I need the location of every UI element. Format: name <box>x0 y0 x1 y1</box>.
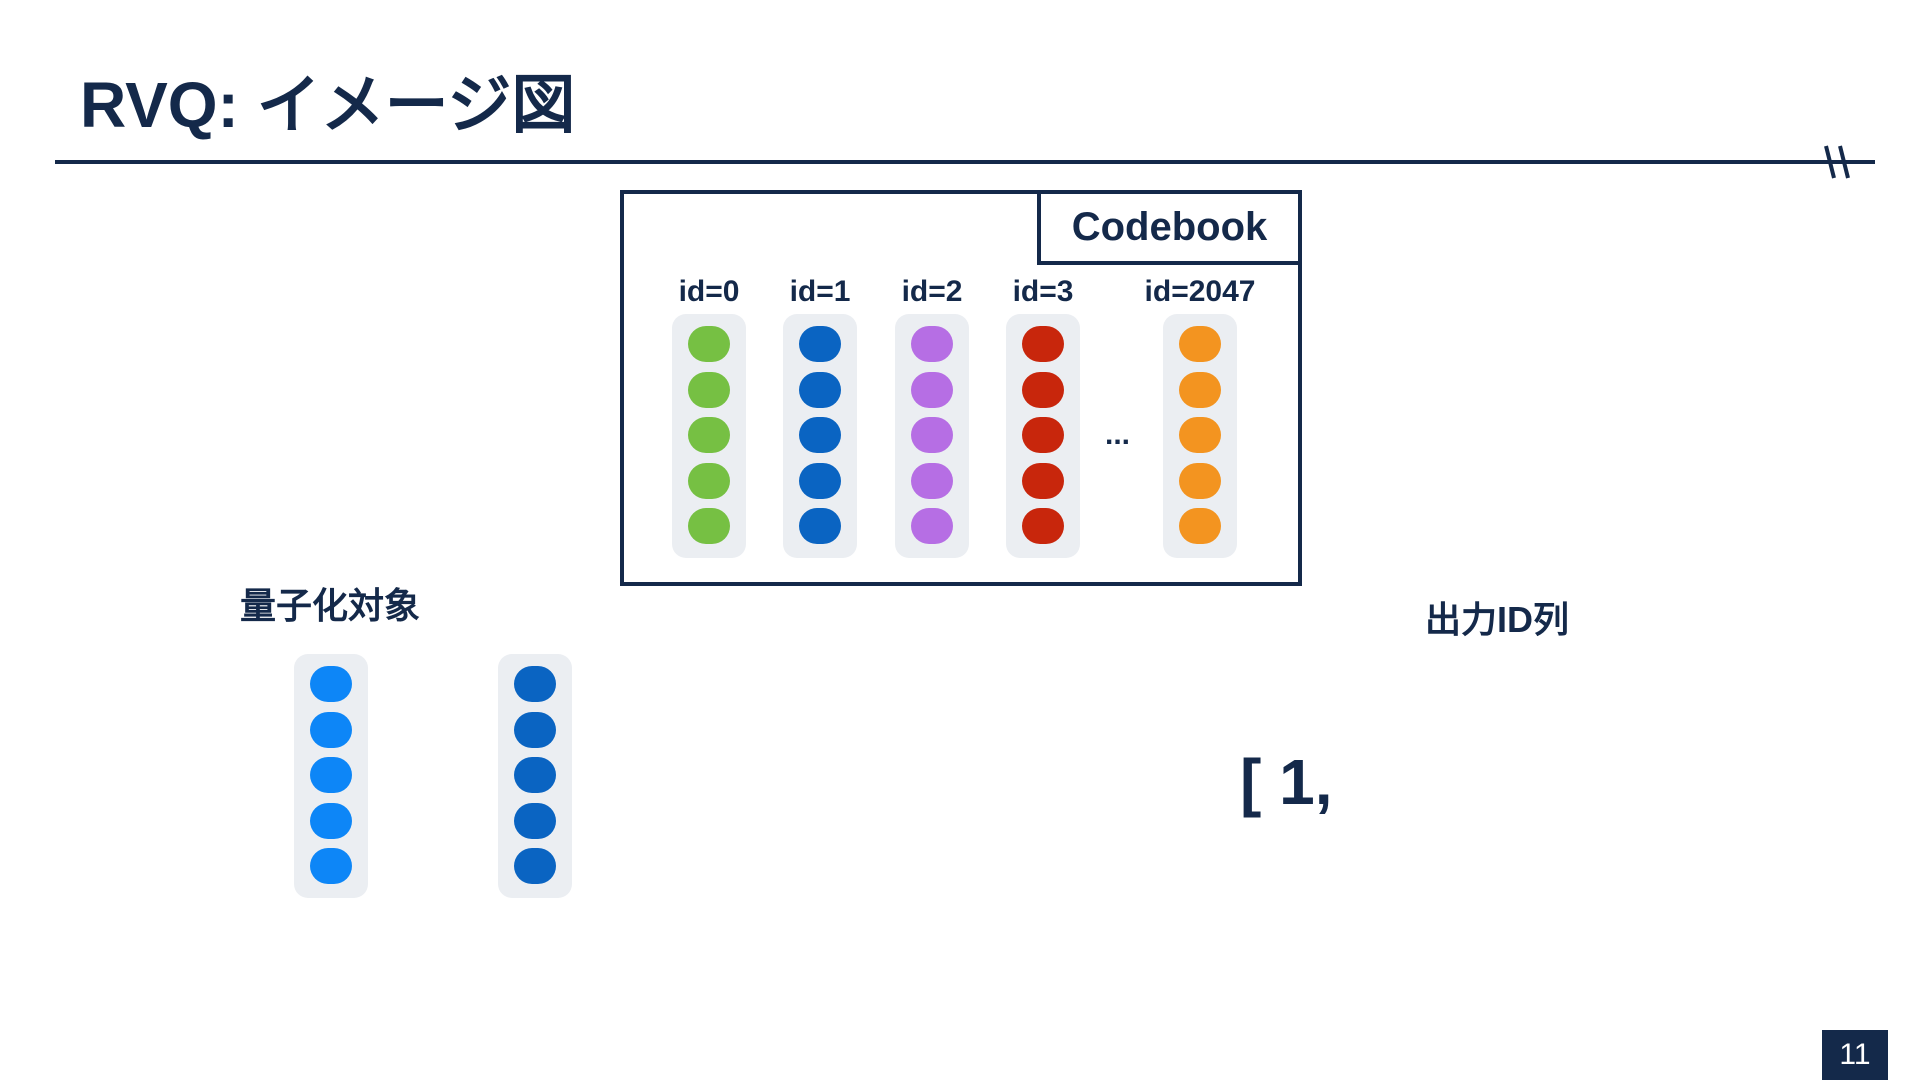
codebook-vector-4 <box>1163 314 1237 558</box>
codebook-vector-1-element-1 <box>799 371 841 408</box>
codebook-vector-3 <box>1006 314 1080 558</box>
codebook-frame <box>620 190 1302 586</box>
input-vector-0-element-1 <box>310 711 352 748</box>
input-vector-0-element-2 <box>310 757 352 793</box>
codebook-vector-1-element-3 <box>799 462 841 499</box>
codebook-vector-3-element-0 <box>1022 326 1064 362</box>
input-vector-0-element-4 <box>310 848 352 884</box>
input-vector-1-element-2 <box>514 757 556 793</box>
codebook-vector-0 <box>672 314 746 558</box>
input-vector-1-element-1 <box>514 711 556 748</box>
break-mark-icon <box>1824 145 1850 179</box>
codebook-id-label-2: id=2 <box>901 275 963 308</box>
codebook-id-label-0: id=0 <box>678 275 740 308</box>
codebook-vector-4-element-4 <box>1179 508 1221 544</box>
codebook-vector-2-element-1 <box>911 371 953 408</box>
codebook-vector-2-element-0 <box>911 326 953 362</box>
codebook-vector-2-element-4 <box>911 508 953 544</box>
codebook-vector-3-element-4 <box>1022 508 1064 544</box>
output-ids-sequence: [ 1, <box>1240 746 1333 818</box>
codebook-vector-2-element-2 <box>911 417 953 453</box>
slide-title: RVQ: イメージ図 <box>80 69 576 141</box>
codebook-vector-0-element-3 <box>688 462 730 499</box>
output-ids-label: 出力ID列 <box>1425 599 1570 640</box>
codebook-vector-2 <box>895 314 969 558</box>
codebook-vector-3-element-2 <box>1022 417 1064 453</box>
codebook-vector-2-element-3 <box>911 462 953 499</box>
codebook-vector-1-element-2 <box>799 417 841 453</box>
codebook-vector-1-element-0 <box>799 326 841 362</box>
codebook-id-label-4: id=2047 <box>1144 275 1256 308</box>
codebook-vector-4-element-0 <box>1179 326 1221 362</box>
codebook-id-label-1: id=1 <box>789 275 851 308</box>
quantization-target-label: 量子化対象 <box>240 585 421 626</box>
codebook-ellipsis: ... <box>1105 418 1131 451</box>
codebook-vector-0-element-1 <box>688 371 730 408</box>
title-rule <box>55 160 1875 164</box>
codebook-vector-1 <box>783 314 857 558</box>
codebook-vector-3-element-3 <box>1022 462 1064 499</box>
codebook-vector-0-element-0 <box>688 326 730 362</box>
input-vector-0-element-3 <box>310 802 352 839</box>
codebook-vector-4-element-3 <box>1179 462 1221 499</box>
codebook-vector-4-element-1 <box>1179 371 1221 408</box>
codebook-label: Codebook <box>1037 190 1302 265</box>
input-vector-1-element-0 <box>514 666 556 702</box>
page-number: 11 <box>1822 1030 1888 1080</box>
input-vector-0 <box>294 654 368 898</box>
codebook-vector-0-element-2 <box>688 417 730 453</box>
input-vector-1-element-3 <box>514 802 556 839</box>
codebook-id-label-3: id=3 <box>1012 275 1074 308</box>
codebook-vector-1-element-4 <box>799 508 841 544</box>
codebook-vector-3-element-1 <box>1022 371 1064 408</box>
input-vector-1 <box>498 654 572 898</box>
input-vector-1-element-4 <box>514 848 556 884</box>
input-vector-0-element-0 <box>310 666 352 702</box>
codebook-vector-4-element-2 <box>1179 417 1221 453</box>
codebook-vector-0-element-4 <box>688 508 730 544</box>
